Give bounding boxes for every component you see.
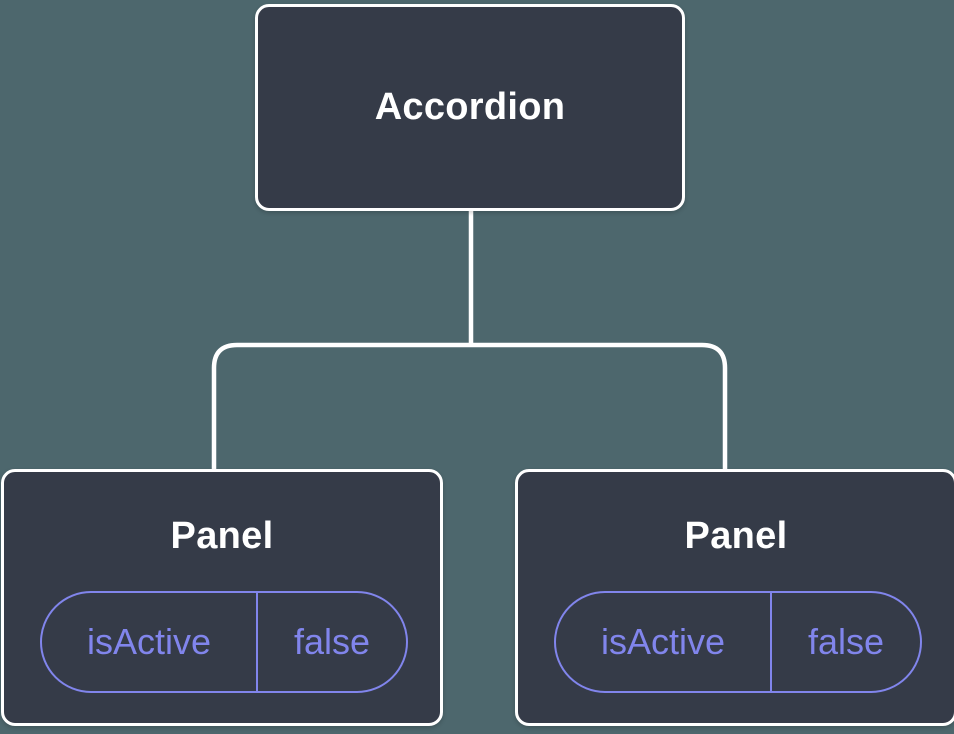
panel-node-label: Panel <box>684 515 788 557</box>
prop-value-label: false <box>807 621 885 662</box>
panel-node-label: Panel <box>170 515 274 557</box>
panel-node-right: Panel isActive false <box>515 469 954 726</box>
prop-name-label: isActive <box>600 621 726 662</box>
panel-node-left: Panel isActive false <box>1 469 443 726</box>
pill-divider <box>256 593 258 691</box>
state-pill: isActive false <box>40 591 408 693</box>
accordion-node: Accordion <box>255 4 685 211</box>
branch-line <box>211 342 728 470</box>
pill-divider <box>770 593 772 691</box>
state-pill: isActive false <box>554 591 922 693</box>
prop-value-label: false <box>293 621 371 662</box>
accordion-node-label: Accordion <box>374 86 566 128</box>
prop-name-label: isActive <box>86 621 212 662</box>
